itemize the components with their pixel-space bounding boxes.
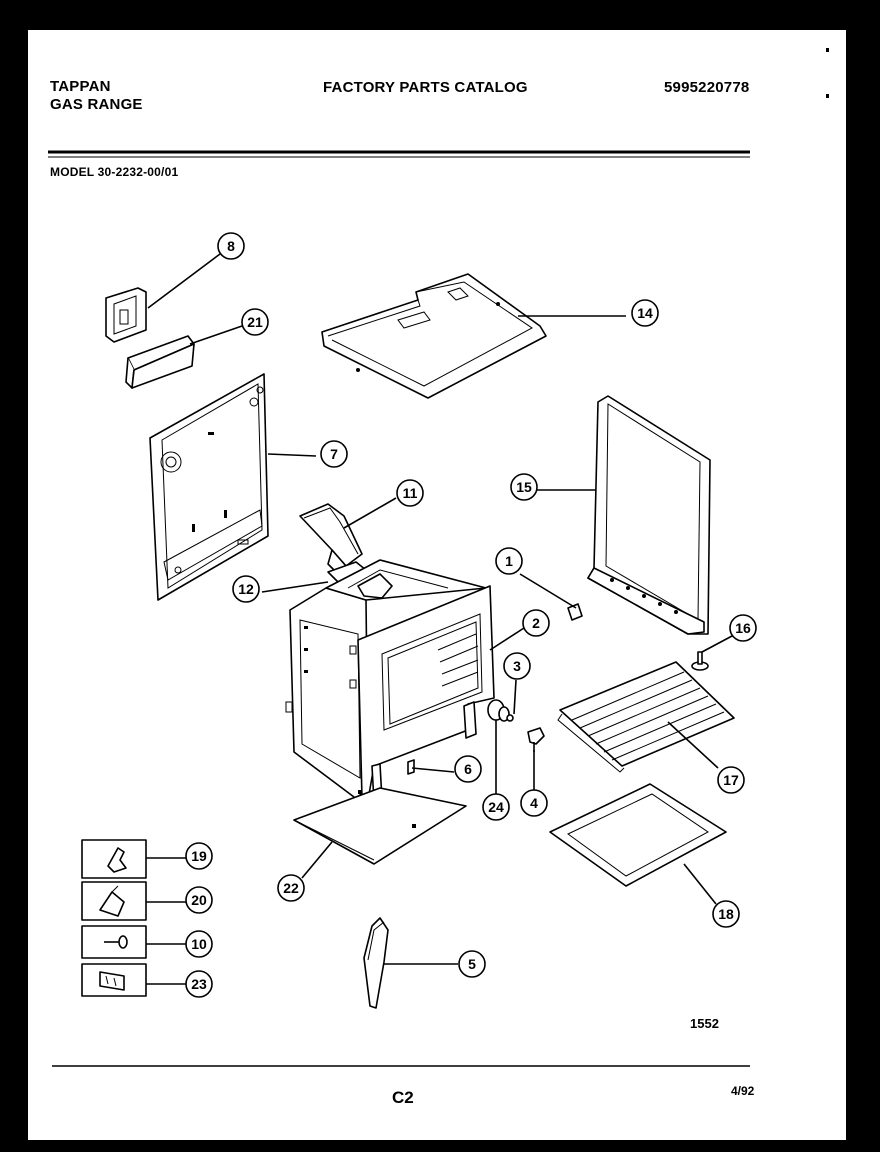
part-14-top-panel <box>321 273 547 399</box>
callout-4-label: 4 <box>530 795 538 811</box>
callout-19-label: 19 <box>191 848 207 864</box>
callout-6-label: 6 <box>464 761 472 777</box>
callout-3-label: 3 <box>513 658 521 674</box>
callout-7: 7 <box>320 440 348 468</box>
callout-21: 21 <box>241 308 269 336</box>
callout-10-label: 10 <box>191 936 207 952</box>
part-18-broiler-frame <box>549 783 727 887</box>
callout-10: 10 <box>185 930 213 958</box>
callout-21-label: 21 <box>247 314 263 330</box>
callout-22-label: 22 <box>283 880 299 896</box>
callout-12: 12 <box>232 575 260 603</box>
callout-14: 14 <box>631 299 659 327</box>
callout-22: 22 <box>277 874 305 902</box>
callout-17-label: 17 <box>723 772 739 788</box>
part-3-24-knob-assembly <box>487 699 514 722</box>
callout-24-label: 24 <box>488 799 504 815</box>
callout-2-label: 2 <box>532 615 540 631</box>
part-17-oven-rack <box>557 661 735 773</box>
callout-1-label: 1 <box>505 553 513 569</box>
callout-11-label: 11 <box>403 485 418 501</box>
callout-1: 1 <box>495 547 523 575</box>
callout-14-label: 14 <box>637 305 653 321</box>
callout-18-label: 18 <box>718 906 734 922</box>
callout-7-label: 7 <box>330 446 338 462</box>
revision-date: 4/92 <box>731 1084 755 1098</box>
callout-3: 3 <box>503 652 531 680</box>
callout-11: 11 <box>396 479 424 507</box>
margin-mark <box>826 48 829 52</box>
part-8-switch-housing <box>105 287 147 343</box>
part-22-bottom-panel <box>293 787 467 865</box>
part-7-back-panel <box>149 373 269 601</box>
callout-8-label: 8 <box>227 238 235 254</box>
margin-mark <box>826 94 829 98</box>
part-2-oven-body <box>285 559 495 803</box>
callout-15-label: 15 <box>516 479 532 495</box>
part-23-box <box>81 963 147 997</box>
parts-catalog-sheet: TAPPAN GAS RANGE FACTORY PARTS CATALOG 5… <box>28 30 846 1140</box>
catalog-number: 5995220778 <box>664 79 750 96</box>
page-code: C2 <box>392 1088 414 1107</box>
callout-12-label: 12 <box>238 581 254 597</box>
exploded-parts-diagram: 8 21 14 7 11 15 1 12 2 16 3 6 17 24 4 19… <box>48 48 829 1067</box>
illustration-number: 1552 <box>690 1016 719 1031</box>
callout-23: 23 <box>185 970 213 998</box>
callout-6: 6 <box>454 755 482 783</box>
brand-label: TAPPAN <box>50 78 111 95</box>
callout-5: 5 <box>458 950 486 978</box>
product-label: GAS RANGE <box>50 96 143 113</box>
part-10-box <box>81 925 147 959</box>
callout-16: 16 <box>729 614 757 642</box>
model-label: MODEL 30-2232-00/01 <box>50 165 179 179</box>
part-5-door-hinge <box>363 917 389 1009</box>
part-15-side-panel <box>587 395 711 635</box>
callout-20: 20 <box>185 886 213 914</box>
part-16-leveling-leg <box>691 651 709 671</box>
catalog-title: FACTORY PARTS CATALOG <box>323 79 528 96</box>
callout-18: 18 <box>712 900 740 928</box>
part-19-box <box>81 839 147 879</box>
part-6-bracket <box>407 759 415 775</box>
callout-17: 17 <box>717 766 745 794</box>
callout-2: 2 <box>522 609 550 637</box>
callout-4: 4 <box>520 789 548 817</box>
callout-15: 15 <box>510 473 538 501</box>
part-4-igniter <box>527 727 545 752</box>
part-20-box <box>81 881 147 921</box>
callout-8: 8 <box>217 232 245 260</box>
callout-23-label: 23 <box>191 976 207 992</box>
callout-16-label: 16 <box>735 620 751 636</box>
callout-20-label: 20 <box>191 892 207 908</box>
part-21-trim-strip <box>125 335 195 389</box>
part-1-clip <box>567 603 583 621</box>
callout-24: 24 <box>482 793 510 821</box>
callout-19: 19 <box>185 842 213 870</box>
callout-5-label: 5 <box>468 956 476 972</box>
